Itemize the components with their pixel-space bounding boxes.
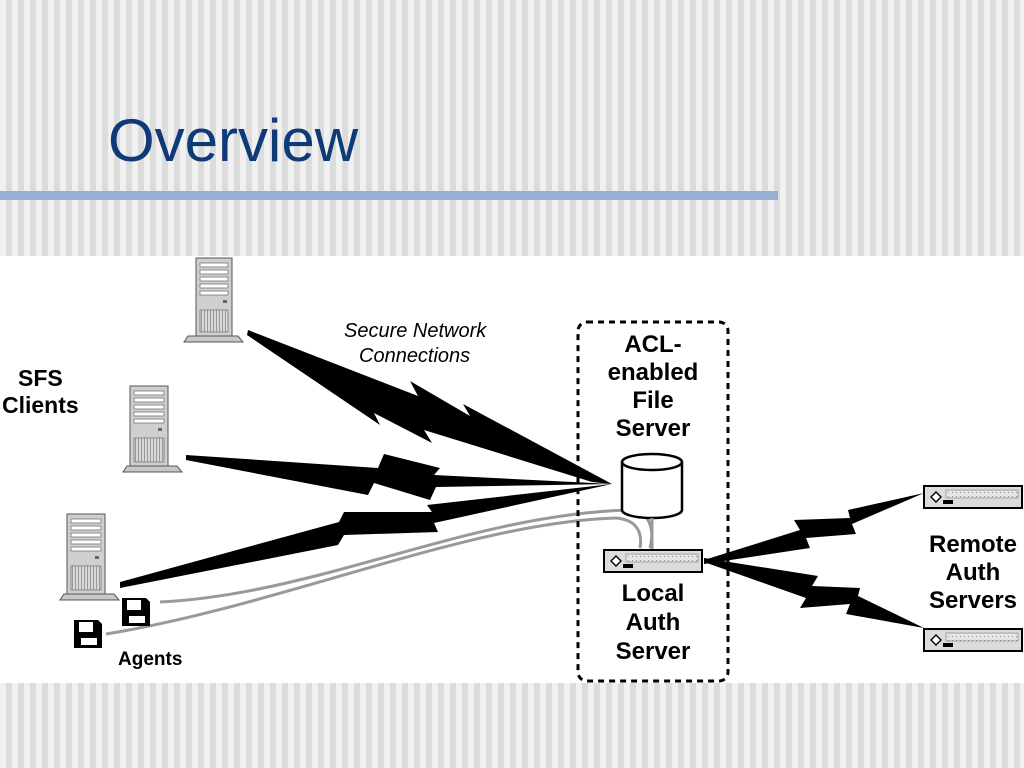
remote-auth-server-2 bbox=[923, 628, 1023, 652]
svg-text:Connections: Connections bbox=[359, 345, 470, 367]
file-server-label: ACL- enabled File Server bbox=[608, 331, 699, 442]
agent-link-2 bbox=[105, 516, 643, 636]
remote-auth-label: Remote Auth Servers bbox=[929, 531, 1017, 614]
secure-connection-3 bbox=[120, 484, 612, 588]
svg-text:enabled: enabled bbox=[608, 359, 699, 386]
svg-text:Servers: Servers bbox=[929, 587, 1017, 614]
remote-connection-1 bbox=[704, 493, 924, 564]
diagram-panel: SFS Clients Secure Network Connections A… bbox=[0, 256, 1024, 683]
svg-text:Remote: Remote bbox=[929, 531, 1017, 558]
client-tower-3 bbox=[59, 513, 121, 601]
local-auth-label: Local Auth Server bbox=[616, 580, 691, 665]
secure-connection-2 bbox=[186, 454, 612, 500]
acl-server-boundary bbox=[576, 320, 730, 683]
svg-text:Local: Local bbox=[622, 580, 685, 607]
remote-auth-server-1 bbox=[923, 485, 1023, 509]
agent-link-1 bbox=[159, 508, 654, 604]
svg-text:SFS: SFS bbox=[18, 365, 63, 391]
agent-floppy-icon-2 bbox=[74, 620, 102, 648]
svg-text:Server: Server bbox=[616, 638, 691, 665]
page-title: Overview bbox=[108, 107, 359, 174]
svg-text:Server: Server bbox=[616, 415, 691, 442]
secure-network-label: Secure Network Connections bbox=[344, 320, 487, 367]
svg-text:ACL-: ACL- bbox=[624, 331, 681, 358]
svg-text:Auth: Auth bbox=[946, 559, 1001, 586]
architecture-diagram: SFS Clients Secure Network Connections A… bbox=[2, 257, 1023, 683]
database-icon bbox=[620, 452, 684, 520]
sfs-clients-label: SFS Clients bbox=[2, 365, 79, 418]
svg-text:File: File bbox=[632, 387, 673, 414]
svg-text:Secure Network: Secure Network bbox=[344, 320, 487, 342]
local-auth-server bbox=[603, 549, 703, 573]
agents-label: Agents bbox=[118, 649, 182, 670]
remote-connection-2 bbox=[704, 558, 924, 628]
client-tower-2 bbox=[122, 385, 184, 473]
svg-text:Auth: Auth bbox=[626, 609, 681, 636]
svg-text:Clients: Clients bbox=[2, 392, 79, 418]
title-underline bbox=[0, 191, 778, 200]
client-tower-1 bbox=[183, 257, 245, 343]
secure-connection-1 bbox=[247, 330, 612, 484]
agent-floppy-icon-1 bbox=[122, 598, 150, 626]
